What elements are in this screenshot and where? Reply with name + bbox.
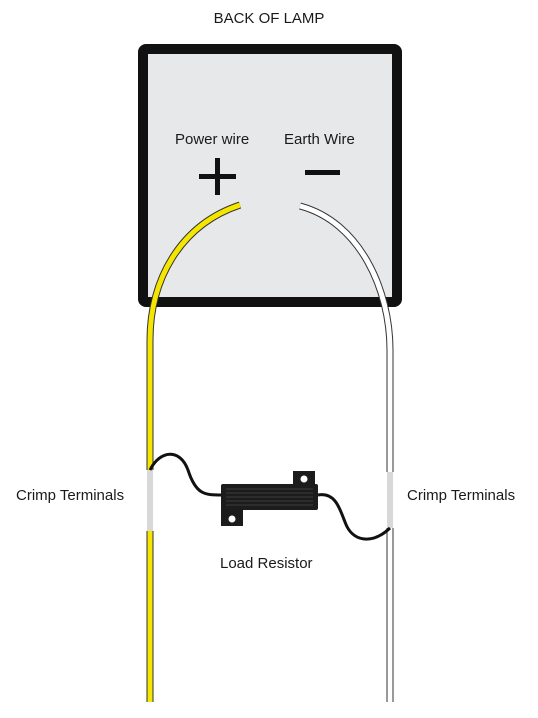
lamp-back-box <box>138 44 402 307</box>
resistor-lead-left <box>148 452 223 497</box>
crimp-terminal-right <box>387 472 393 528</box>
load-resistor <box>221 471 318 526</box>
earth-wire-label: Earth Wire <box>284 131 355 148</box>
resistor-lead-right <box>317 493 392 541</box>
power-wire <box>146 201 242 702</box>
minus-symbol <box>305 170 340 175</box>
plus-symbol <box>199 158 236 195</box>
load-resistor-label: Load Resistor <box>220 555 313 572</box>
power-wire-label: Power wire <box>175 131 250 148</box>
back-of-lamp-title: BACK OF LAMP <box>213 10 325 27</box>
earth-wire <box>299 202 394 702</box>
crimp-terminals-right-label: Crimp Terminals <box>407 487 516 504</box>
crimp-terminals-left-label: Crimp Terminals <box>16 487 125 504</box>
crimp-terminal-left <box>147 470 153 531</box>
